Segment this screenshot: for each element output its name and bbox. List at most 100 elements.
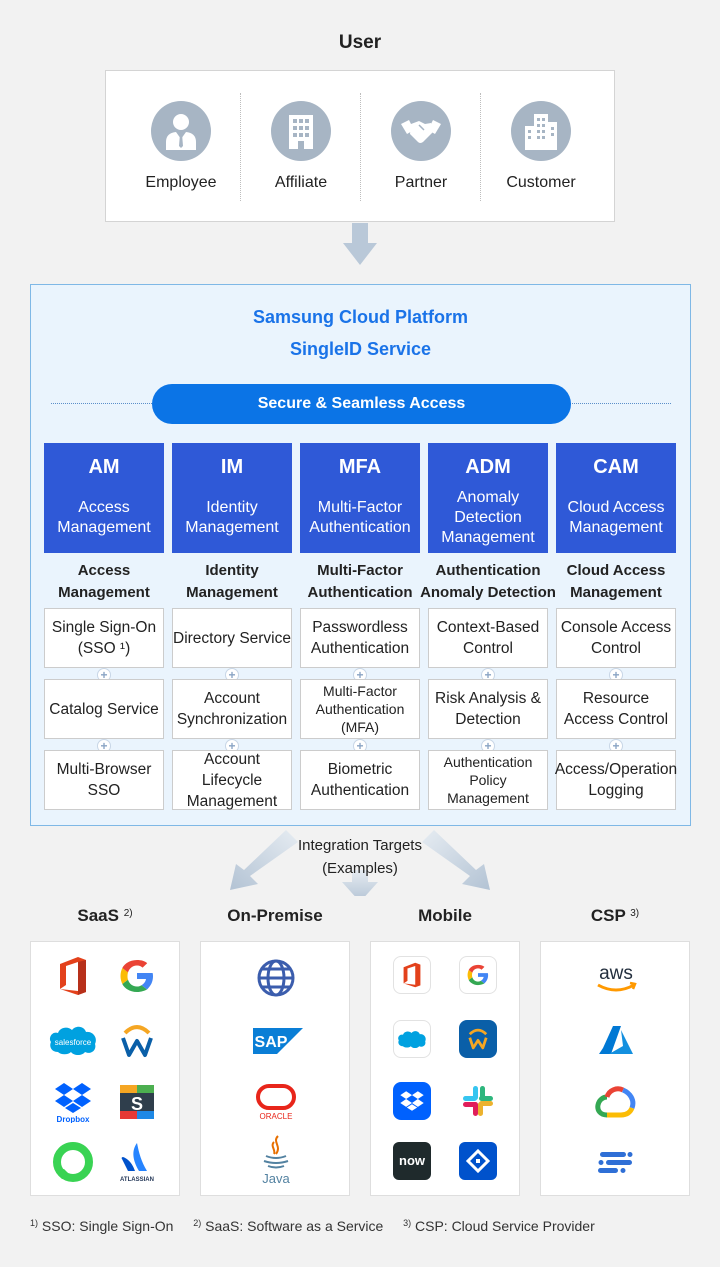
dropbox-wordmark: Dropbox — [57, 1115, 90, 1123]
feature-cell: Multi-Browser SSO — [44, 750, 164, 810]
azure-icon — [594, 1018, 638, 1062]
user-box: Employee Affiliate Partner Customer — [105, 70, 615, 222]
platform-title: Samsung Cloud Platform — [252, 307, 468, 327]
globe-icon — [254, 956, 298, 1000]
salesforce-app-icon — [393, 1020, 431, 1058]
column-subtitle: Access Management — [58, 562, 150, 601]
salesforce-icon: salesforce — [48, 1018, 98, 1062]
category-title-mobile: Mobile — [370, 906, 520, 926]
category-title-saas: SaaS 2) — [30, 906, 180, 926]
user-label: Employee — [145, 174, 217, 191]
column-header: ADM Anomaly Detection Management — [428, 443, 548, 553]
slack-icon — [459, 1082, 497, 1120]
user-employee: Employee — [121, 71, 241, 221]
column-header: MFA Multi-Factor Authentication — [300, 443, 420, 553]
column-full-name: Access Management — [57, 499, 151, 536]
footnote-mark: 2) — [123, 908, 133, 919]
feature-cell: Account Synchronization — [172, 679, 292, 739]
google-app-icon — [459, 956, 497, 994]
column-full-name: Identity Management — [185, 499, 279, 536]
category-title-csp: CSP 3) — [540, 906, 690, 926]
user-label: Affiliate — [274, 174, 328, 191]
category-label: SaaS — [77, 906, 119, 925]
aws-wordmark: aws — [599, 963, 633, 984]
arrow-right-icon — [422, 830, 490, 890]
salesforce-wordmark: salesforce — [55, 1038, 92, 1047]
oracle-icon: ORACLE — [249, 1080, 303, 1124]
column-full-name: Cloud Access Management — [567, 499, 665, 536]
user-label: Customer — [506, 174, 576, 191]
column-subtitle: Multi-Factor Authentication — [307, 562, 413, 601]
column-header: AM Access Management — [44, 443, 164, 553]
plus-icon: + — [97, 739, 111, 753]
java-wordmark: Java — [262, 1171, 290, 1186]
integration-subtitle: (Examples) — [322, 860, 398, 877]
dropbox-app-icon — [393, 1082, 431, 1120]
divider — [566, 403, 671, 404]
mobile-box: now — [370, 941, 520, 1196]
column-abbr: AM — [88, 456, 120, 478]
cloud-provider-icon — [594, 1140, 638, 1184]
feature-cell: Access/Operation Logging — [555, 750, 677, 810]
platform-subtitle: SingleID Service — [289, 339, 432, 359]
feature-cell: Directory Service — [172, 608, 292, 668]
office-icon — [51, 954, 95, 998]
column-subtitle: Authentication Anomaly Detection — [420, 562, 556, 601]
saas-box: salesforce Dropbox S ATLASSIAN — [30, 941, 180, 1196]
category-label: CSP — [590, 906, 626, 925]
footnotes: 1) SSO: Single Sign-On 2) SaaS: Software… — [30, 1218, 595, 1234]
integration-arrows — [230, 830, 490, 896]
plus-icon: + — [225, 739, 239, 753]
feature-cell: Single Sign-On (SSO ¹) — [44, 608, 164, 668]
user-affiliate: Affiliate — [241, 71, 361, 221]
feature-cell: Console Access Control — [556, 608, 676, 668]
category-label: On-Premise — [227, 906, 323, 925]
office-app-icon — [393, 956, 431, 994]
feature-cell: Context-Based Control — [428, 608, 548, 668]
now-wordmark: now — [399, 1153, 426, 1168]
onpremise-box: SAP ORACLE Java — [200, 941, 350, 1196]
sap-wordmark: SAP — [255, 1034, 288, 1051]
footnote-mark: 2) — [193, 1218, 202, 1228]
divider — [360, 93, 361, 201]
handshake-icon — [391, 101, 451, 161]
footnote-text: CSP: Cloud Service Provider — [415, 1218, 595, 1234]
column-im: IM Identity Management Identity Manageme… — [172, 443, 292, 810]
google-cloud-icon — [594, 1080, 638, 1124]
svg-text:S: S — [131, 1094, 143, 1114]
column-adm: ADM Anomaly Detection Management Authent… — [420, 443, 556, 810]
atlassian-icon: ATLASSIAN — [115, 1140, 159, 1184]
column-header: CAM Cloud Access Management — [556, 443, 676, 553]
footnote-text: SSO: Single Sign-On — [41, 1218, 174, 1234]
integration-title: Integration Targets — [298, 837, 422, 854]
google-icon — [115, 954, 159, 998]
column-am: AM Access Management Access Management S… — [44, 443, 164, 810]
footnote-mark: 1) — [30, 1218, 39, 1228]
column-subtitle: Cloud Access Management — [566, 562, 666, 601]
footnote-text: SaaS: Software as a Service — [205, 1218, 384, 1234]
oracle-wordmark: ORACLE — [260, 1112, 293, 1121]
ring-icon — [51, 1140, 95, 1184]
column-abbr: CAM — [593, 456, 639, 478]
feature-cell: Biometric Authentication — [300, 750, 420, 810]
column-mfa: MFA Multi-Factor Authentication Multi-Fa… — [300, 443, 420, 810]
feature-cell: Passwordless Authentication — [300, 608, 420, 668]
integration-label: Integration Targets (Examples) — [240, 834, 480, 880]
user-label: Partner — [394, 174, 448, 191]
city-icon — [511, 101, 571, 161]
java-icon: Java — [254, 1134, 298, 1186]
divider — [51, 403, 156, 404]
column-abbr: IM — [220, 456, 244, 478]
feature-cell: Catalog Service — [44, 679, 164, 739]
secure-access-pill: Secure & Seamless Access — [152, 384, 571, 424]
jira-icon — [459, 1142, 497, 1180]
feature-cell: Account Lifecycle Management — [172, 750, 292, 810]
column-full-name: Anomaly Detection Management — [441, 489, 535, 546]
column-full-name: Multi-Factor Authentication — [309, 499, 411, 536]
column-header: IM Identity Management — [172, 443, 292, 553]
feature-cell: Resource Access Control — [556, 679, 676, 739]
smartsheet-icon: S — [115, 1080, 159, 1124]
sap-icon: SAP — [251, 1019, 305, 1063]
column-subtitle: Identity Management — [186, 562, 278, 601]
aws-icon: aws — [594, 956, 638, 1000]
